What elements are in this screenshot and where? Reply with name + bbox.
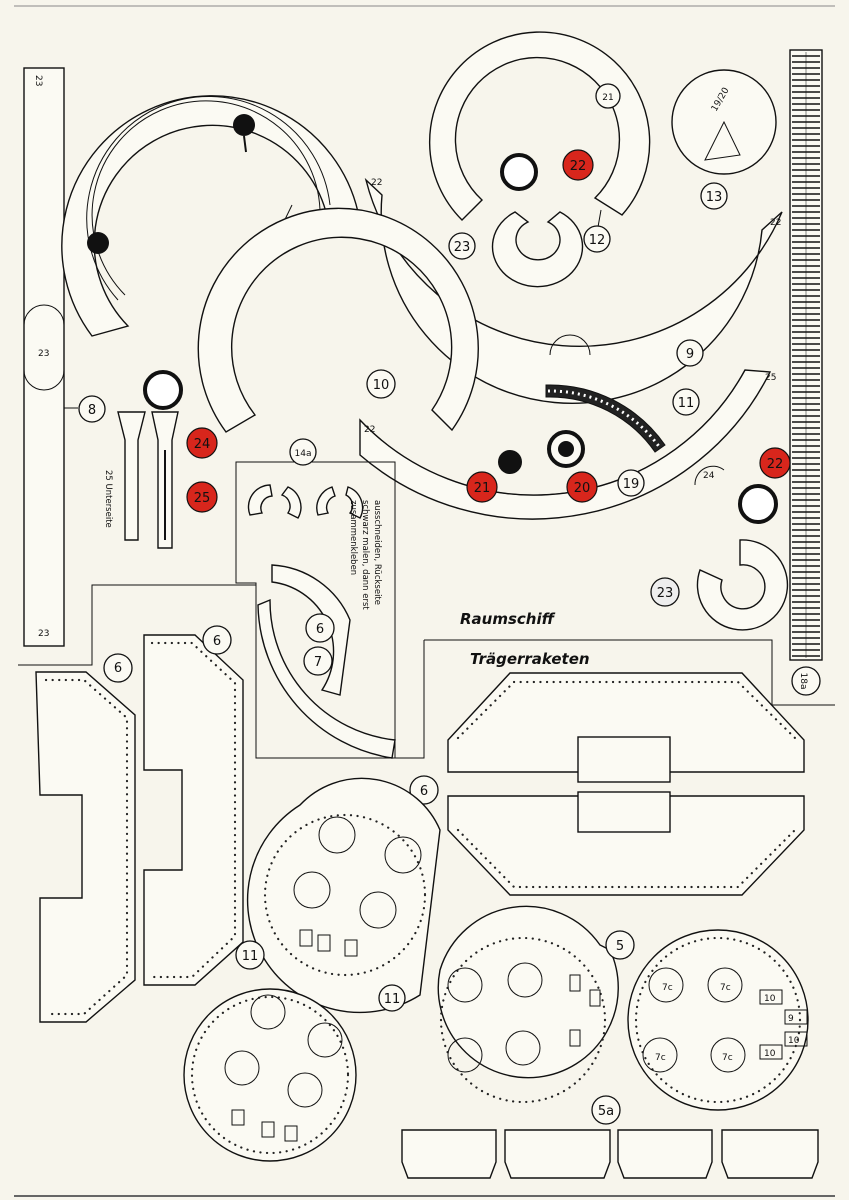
svg-text:7c: 7c <box>662 983 673 993</box>
svg-text:21: 21 <box>474 481 491 496</box>
svg-text:13: 13 <box>706 190 723 205</box>
strip-part-23: 23 23 23 <box>23 67 65 647</box>
svg-text:9: 9 <box>788 1014 794 1024</box>
svg-text:7: 7 <box>314 655 322 670</box>
arc-part-10: 10 <box>197 207 479 433</box>
svg-text:24: 24 <box>194 437 211 452</box>
svg-text:18a: 18a <box>798 673 808 690</box>
svg-text:10: 10 <box>788 1036 800 1046</box>
svg-text:23: 23 <box>657 586 674 601</box>
svg-text:21: 21 <box>602 93 613 103</box>
ring-part-21: 21 <box>428 31 651 221</box>
arc-part-11: 22 25 24 11 <box>359 369 776 520</box>
svg-text:5a: 5a <box>598 1104 614 1119</box>
svg-text:25 Unterseite: 25 Unterseite <box>103 470 113 528</box>
disc-part-11a: 11 <box>246 777 441 1014</box>
svg-text:6: 6 <box>213 634 221 649</box>
svg-text:10: 10 <box>373 378 390 393</box>
glue-dot-21: 21 <box>466 450 522 503</box>
svg-text:19: 19 <box>623 477 640 492</box>
svg-text:zusammenkleben: zusammenkleben <box>348 500 358 575</box>
glue-dot-22: 22 <box>500 149 594 191</box>
label-8: 8 <box>78 395 106 423</box>
glue-dot-22b: 22 <box>738 447 791 524</box>
svg-text:22: 22 <box>371 178 382 188</box>
svg-text:9: 9 <box>686 347 694 362</box>
label-12: 12 <box>583 225 611 253</box>
svg-text:22: 22 <box>570 159 587 174</box>
arc-part-9: 22 22 9 <box>364 177 783 405</box>
title-traegerraketen: Trägerraketen <box>470 650 590 668</box>
disc-part-10 <box>437 905 619 1104</box>
svg-text:7c: 7c <box>720 983 731 993</box>
svg-text:24: 24 <box>703 471 715 481</box>
fuselage-part-6c: 6 <box>143 625 244 986</box>
svg-text:12: 12 <box>589 233 606 248</box>
svg-text:5: 5 <box>616 939 624 954</box>
c-ring-part-23: 23 <box>448 211 584 288</box>
svg-text:25: 25 <box>765 373 776 383</box>
svg-text:6: 6 <box>420 784 428 799</box>
svg-text:11: 11 <box>242 949 259 964</box>
svg-text:ausschneiden, Rückseite: ausschneiden, Rückseite <box>372 500 382 605</box>
svg-text:22: 22 <box>767 457 784 472</box>
arc-part-6-7: 6 7 <box>257 564 396 759</box>
svg-text:10: 10 <box>764 994 776 1004</box>
svg-text:25: 25 <box>194 491 211 506</box>
svg-text:6: 6 <box>316 622 324 637</box>
svg-text:22: 22 <box>770 218 781 228</box>
svg-text:10: 10 <box>764 1049 776 1059</box>
svg-text:11: 11 <box>678 396 695 411</box>
label-6-rocket: 6 <box>409 775 439 805</box>
svg-text:23: 23 <box>33 75 43 86</box>
strip-pieces-5a: 5a <box>401 1095 819 1179</box>
svg-text:23: 23 <box>38 349 49 359</box>
leg-part-25: 25 25 Unterseite <box>103 411 218 549</box>
fuselage-part-6b: 6 <box>35 653 136 1023</box>
disc-part-11b: 11 <box>183 940 357 1162</box>
arc-part-19: 19 <box>545 384 666 497</box>
title-raumschiff: Raumschiff <box>460 610 556 628</box>
disc-part-5: 7c 7c 7c 7c 10 9 10 10 5 <box>605 929 809 1111</box>
svg-text:23: 23 <box>38 629 49 639</box>
rocket-panel-upper <box>447 672 805 783</box>
svg-text:8: 8 <box>88 403 96 418</box>
ring-arc-part-2 <box>61 95 359 337</box>
svg-text:6: 6 <box>114 661 122 676</box>
rocket-panel-lower <box>447 791 805 896</box>
wheel-part-20: 20 <box>547 430 598 503</box>
svg-text:7c: 7c <box>722 1053 733 1063</box>
glue-dot-24: 24 <box>143 370 218 459</box>
disc-part-13: 19/20 13 <box>671 69 777 210</box>
ladder-strip-18a: 18a <box>789 49 823 696</box>
c-ring-part-23b: 23 <box>650 539 789 631</box>
svg-text:22: 22 <box>364 425 375 435</box>
svg-text:23: 23 <box>454 240 471 255</box>
svg-text:14a: 14a <box>295 449 312 459</box>
svg-text:7c: 7c <box>655 1053 666 1063</box>
svg-text:schwarz malen, dann erst: schwarz malen, dann erst <box>360 500 370 610</box>
svg-text:20: 20 <box>574 481 591 496</box>
svg-text:11: 11 <box>384 992 401 1007</box>
